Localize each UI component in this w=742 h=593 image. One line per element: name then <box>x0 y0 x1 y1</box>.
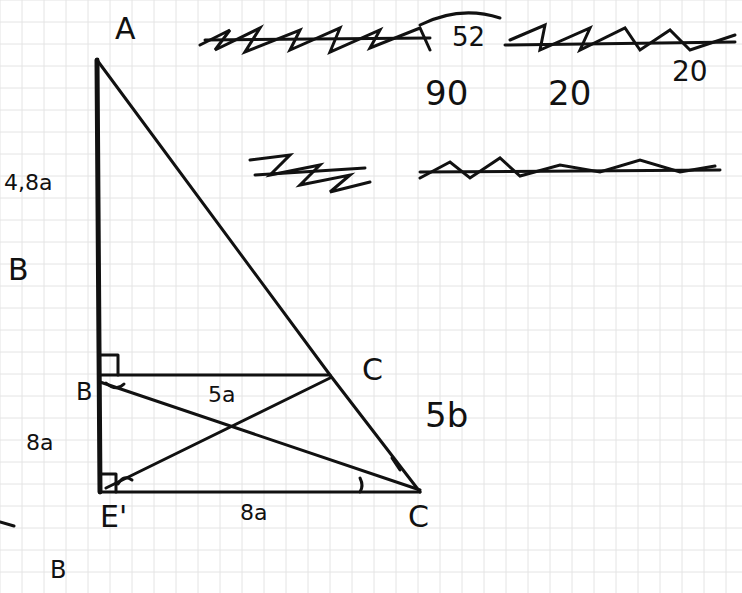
length-label: 8a <box>240 502 267 524</box>
point-label: C <box>408 502 429 532</box>
note-number: 52 <box>452 24 485 50</box>
point-label: C <box>362 355 383 385</box>
note-number: 20 <box>548 76 591 110</box>
length-label: 4,8a <box>4 172 52 194</box>
length-label: 5b <box>425 398 468 432</box>
point-label: B <box>76 380 92 404</box>
point-label: A <box>115 14 136 44</box>
length-label: 8a <box>26 432 53 454</box>
note-number: 20 <box>672 58 708 86</box>
point-label: B <box>50 558 66 582</box>
note-number: 90 <box>425 76 468 110</box>
point-label: B <box>8 255 29 285</box>
point-label: E' <box>100 502 127 532</box>
length-label: 5a <box>208 384 235 406</box>
